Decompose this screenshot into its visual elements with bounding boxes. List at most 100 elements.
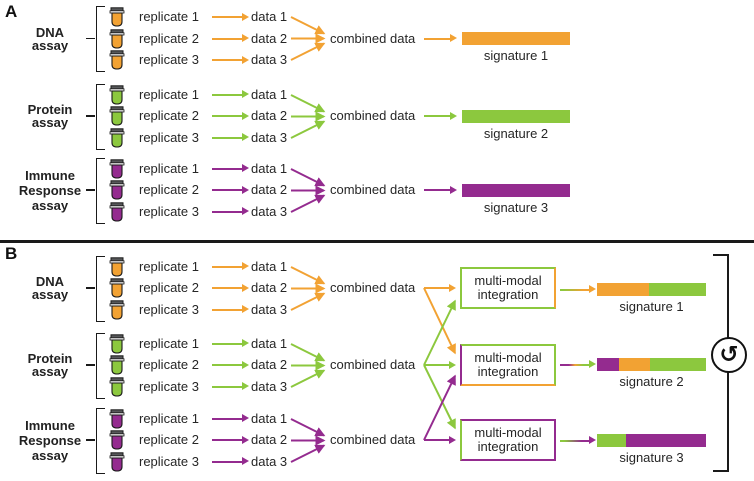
group-immune-assay-b: Immune Response assay replicate 1 data 1…: [0, 407, 754, 476]
results-bracket-bottom-tick: [713, 470, 729, 472]
replicate-arrow: [212, 111, 249, 120]
signature-label: signature 2: [483, 125, 549, 141]
replicate-bracket: [96, 332, 105, 399]
data-label: data 2: [251, 432, 288, 447]
group-protein-assay-b: Protein assay replicate 1 data 1 replica…: [0, 332, 754, 401]
replicate-label: replicate 1: [139, 258, 199, 274]
label-tick: [86, 439, 95, 441]
test-tube-icon: [109, 50, 125, 70]
test-tube-icon: [109, 158, 125, 179]
test-tube-icon: [109, 256, 125, 277]
test-tube-icon: [109, 28, 125, 49]
combined-data-label: combined data: [330, 280, 416, 295]
replicate-arrow: [212, 283, 249, 292]
assay-label: Immune Response assay: [18, 167, 82, 213]
data-label: data 1: [251, 160, 288, 176]
test-tube-icon: [109, 355, 125, 375]
cross-arrows: [423, 287, 456, 441]
panel-divider: [0, 240, 754, 243]
label-tick: [86, 115, 95, 117]
replicate-label: replicate 3: [139, 129, 199, 145]
assay-label: DNA assay: [31, 24, 69, 53]
converge-arrows: [290, 167, 326, 213]
replicate-label: replicate 1: [139, 335, 199, 351]
replicate-arrow: [212, 435, 249, 444]
integration-arrow-3: [560, 436, 596, 444]
signature-segment: [462, 183, 570, 197]
combined-data-label: combined data: [330, 432, 416, 447]
integration-arrow-2: [560, 360, 596, 368]
replicate-label: replicate 2: [139, 30, 199, 46]
test-tube-icon: [109, 180, 125, 200]
replicate-label: replicate 2: [139, 432, 199, 447]
integration-box-1: multi-modal integration: [460, 267, 556, 309]
combined-arrow: [424, 283, 456, 292]
test-tube-icon: [109, 333, 125, 354]
data-label: data 1: [251, 258, 288, 274]
signature-bar: [462, 109, 570, 123]
replicate-arrow: [212, 90, 249, 98]
test-tube-icon: [109, 201, 125, 222]
signature-label: signature 1: [619, 299, 684, 314]
group-protein-assay-a: Protein assay replicate 1 data 1 replica…: [0, 83, 754, 152]
signature-segment: [650, 358, 706, 371]
combined-arrow: [424, 34, 457, 42]
converge-arrows: [290, 16, 326, 61]
replicate-label: replicate 1: [139, 410, 199, 426]
integration-box-2: multi-modal integration: [460, 344, 556, 386]
signature-segment: [597, 283, 650, 296]
signature-label: signature 1: [483, 48, 549, 63]
panel-a-label: A: [5, 2, 18, 21]
replicate-label: replicate 2: [139, 182, 199, 197]
converge-arrows: [290, 265, 326, 311]
signature-segment: [462, 109, 570, 123]
combined-data-label: combined data: [330, 357, 416, 372]
signature-bar-1: [597, 283, 706, 296]
assay-label: Protein assay: [27, 102, 73, 130]
data-label: data 1: [251, 410, 288, 426]
replicate-arrow: [212, 164, 249, 172]
data-label: data 1: [251, 335, 288, 351]
assay-label: DNA assay: [31, 274, 69, 302]
data-label: data 2: [251, 108, 288, 123]
replicate-arrow: [212, 55, 249, 64]
data-label: data 2: [251, 280, 288, 295]
data-label: data 1: [251, 86, 288, 102]
test-tube-icon: [109, 408, 125, 429]
replicate-arrow: [212, 414, 249, 422]
signature-label: signature 3: [483, 199, 549, 215]
combined-data-label: combined data: [330, 182, 416, 197]
replicate-arrow: [212, 360, 249, 369]
combined-arrow: [424, 111, 457, 120]
signature-bar: [462, 32, 570, 45]
group-immune-assay-a: Immune Response assay replicate 1 data 1…: [0, 157, 754, 226]
combined-arrow: [424, 360, 456, 369]
test-tube-icon: [109, 7, 125, 27]
test-tube-icon: [109, 127, 125, 148]
replicate-arrow: [212, 305, 249, 313]
data-label: data 3: [251, 378, 288, 394]
test-tube-icon: [109, 84, 125, 105]
data-label: data 3: [251, 129, 288, 145]
replicate-label: replicate 1: [139, 9, 199, 24]
panel-b-label: B: [5, 244, 18, 263]
integration-arrow-1: [560, 285, 596, 293]
data-label: data 3: [251, 301, 288, 317]
replicate-bracket: [96, 83, 105, 150]
signature-segment: [597, 358, 619, 371]
converge-arrows: [290, 342, 326, 388]
replicate-bracket: [96, 255, 105, 322]
signature-segment: [462, 32, 570, 45]
replicate-arrow: [212, 185, 249, 194]
replicate-label: replicate 3: [139, 203, 199, 219]
integration-box-3: multi-modal integration: [460, 419, 556, 461]
signature-segment: [618, 358, 651, 371]
group-dna-assay-a: DNA assay replicate 1 data 1 replicate 2…: [0, 6, 754, 74]
replicate-arrow: [212, 457, 249, 465]
assay-label: Immune Response assay: [18, 417, 82, 463]
replicate-label: replicate 2: [139, 108, 199, 123]
combined-data-label: combined data: [330, 108, 416, 123]
replicate-arrow: [212, 12, 249, 21]
